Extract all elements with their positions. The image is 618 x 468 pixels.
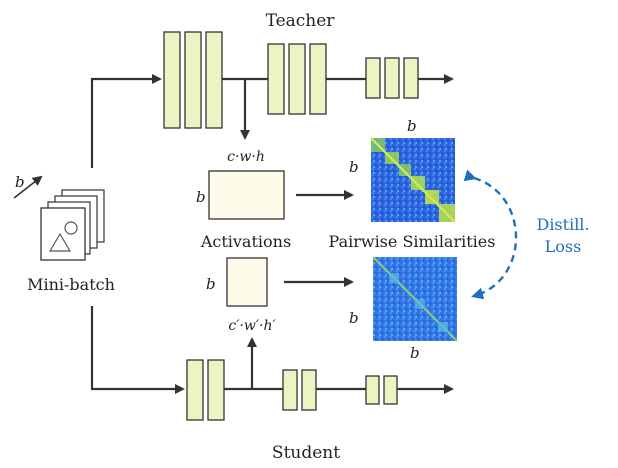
distill-loss-arrow: [463, 169, 518, 300]
distill-label-line2: Loss: [545, 237, 582, 256]
teacher-activation-b: b: [196, 188, 206, 206]
activations-label: Activations: [200, 232, 291, 251]
teacher-layer: [403, 57, 419, 99]
teacher-layer: [163, 31, 181, 129]
student-layer: [207, 359, 225, 421]
student-activation-b: b: [206, 275, 216, 293]
teacher-activation-dims: c·w·h: [227, 149, 265, 165]
diagonal-arrow-icon: [13, 175, 43, 199]
student-similarity-heatmap: [372, 256, 458, 342]
student-layer: [383, 375, 398, 405]
teacher-layer: [267, 43, 285, 115]
teacher-layer: [309, 43, 327, 115]
student-layer: [365, 375, 380, 405]
teacher-layer-group-3: [365, 57, 419, 99]
teacher-heatmap-b-left: b: [349, 158, 359, 176]
teacher-heatmap-b-top: b: [407, 117, 417, 135]
student-layer-group-1: [186, 359, 225, 421]
student-activation-matrix: [226, 257, 268, 307]
teacher-layer-group-2: [267, 43, 327, 115]
student-layer: [301, 369, 317, 411]
student-layer-group-3: [365, 375, 398, 405]
teacher-layer: [365, 57, 381, 99]
image-stack-icon: [40, 189, 105, 261]
distill-label-line1: Distill.: [536, 215, 589, 234]
teacher-layer: [384, 57, 400, 99]
teacher-similarity-heatmap: [370, 137, 456, 223]
teacher-input-arrow: [90, 74, 162, 168]
student-activation-dims: c′·w′·h′: [228, 318, 276, 334]
student-heatmap-b-left: b: [349, 309, 359, 327]
student-heatmap-b-bottom: b: [410, 344, 420, 362]
teacher-layer-group-1: [163, 31, 223, 129]
teacher-layer: [205, 31, 223, 129]
teacher-activation-matrix: [208, 170, 285, 220]
student-label: Student: [272, 443, 340, 463]
student-layer: [186, 359, 204, 421]
student-layer-group-2: [282, 369, 317, 411]
pairwise-similarities-label: Pairwise Similarities: [329, 232, 496, 251]
teacher-layer: [184, 31, 202, 129]
batch-size-label: b: [15, 173, 25, 191]
teacher-label: Teacher: [266, 11, 336, 31]
teacher-layer: [288, 43, 306, 115]
minibatch-label: Mini-batch: [27, 275, 115, 294]
student-layer: [282, 369, 298, 411]
student-input-arrow: [90, 306, 185, 394]
